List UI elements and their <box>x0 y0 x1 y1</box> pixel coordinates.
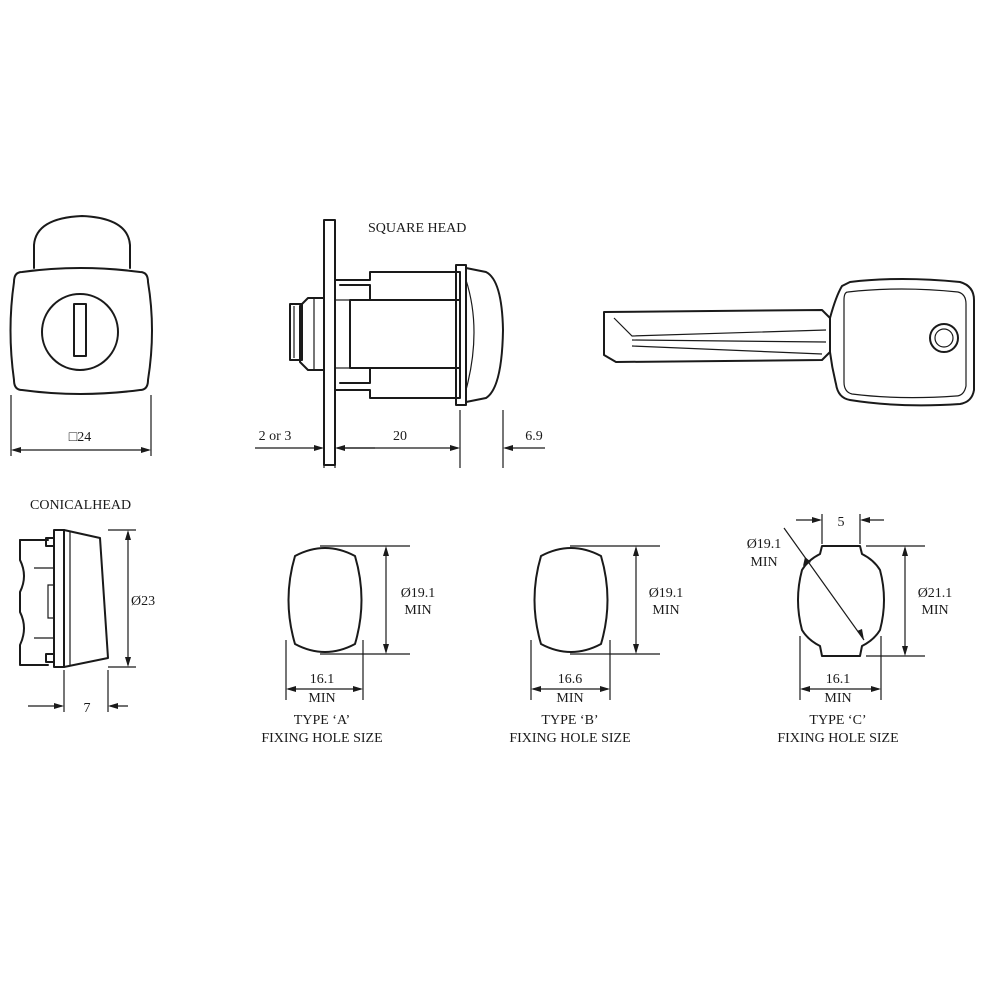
rear-washer <box>289 303 303 361</box>
conical-flange <box>53 529 65 668</box>
type-b-width-label: 16.6 <box>558 672 583 687</box>
conical-head-outline <box>63 529 109 668</box>
mounting-plate <box>323 219 336 466</box>
lock-body-upper <box>334 271 461 301</box>
type-c-width-min: MIN <box>824 691 851 706</box>
lock-body-lower <box>334 367 461 399</box>
head-dome <box>465 267 504 403</box>
body-length-label: 20 <box>393 429 407 444</box>
conical-diameter-label: Ø23 <box>131 594 155 609</box>
type-c-diagonal-line <box>783 527 865 641</box>
type-c-caption-1: TYPE ‘C’ <box>809 713 866 728</box>
type-a-height-label: Ø19.1 <box>401 586 436 601</box>
type-c-height-label: Ø21.1 <box>918 586 953 601</box>
type-b-caption-2: FIXING HOLE SIZE <box>509 731 630 746</box>
type-a-fixing-hole: Ø19.1 MIN 16.1 MIN TYPE ‘A’ FIXING HOLE … <box>261 545 436 746</box>
key-cylinder-face <box>41 293 119 371</box>
type-c-diag-min: MIN <box>750 555 777 570</box>
square-head-title: SQUARE HEAD <box>368 221 466 236</box>
conical-body-stub <box>19 539 49 666</box>
conical-head-depth-label: 7 <box>84 701 91 716</box>
type-c-flat-label: 5 <box>838 515 845 530</box>
key-bow <box>829 278 975 407</box>
type-a-caption-2: FIXING HOLE SIZE <box>261 731 382 746</box>
conical-head-title: CONICALHEAD <box>30 498 131 513</box>
head-depth-label: 6.9 <box>525 429 543 444</box>
type-b-width-min: MIN <box>556 691 583 706</box>
type-c-width-label: 16.1 <box>826 672 851 687</box>
key <box>603 278 975 407</box>
type-c-height-min: MIN <box>921 603 948 618</box>
type-a-hole-outline <box>287 547 363 653</box>
type-b-height-min: MIN <box>652 603 679 618</box>
type-a-width-min: MIN <box>308 691 335 706</box>
type-a-width-label: 16.1 <box>310 672 335 687</box>
type-b-height-label: Ø19.1 <box>649 586 684 601</box>
conical-head-side-view: CONICALHEAD Ø23 7 <box>19 498 155 716</box>
type-c-hole-outline <box>797 545 885 657</box>
type-c-diag-label: Ø19.1 <box>747 537 782 552</box>
key-ring-hole <box>929 323 959 353</box>
type-c-fixing-hole: 5 Ø19.1 MIN Ø21.1 MIN 16.1 MIN TYPE ‘C’ … <box>747 514 953 746</box>
lock-body-core <box>349 299 461 369</box>
square-head-side-view: SQUARE HEAD 2 or 3 20 6.9 <box>255 219 545 468</box>
cam-tongue <box>33 215 131 269</box>
key-blade <box>603 309 831 363</box>
keyhole-slot <box>73 303 87 357</box>
rear-nut <box>299 297 325 371</box>
type-a-height-min: MIN <box>404 603 431 618</box>
type-c-caption-2: FIXING HOLE SIZE <box>777 731 898 746</box>
head-flange <box>455 264 467 406</box>
type-a-caption-1: TYPE ‘A’ <box>294 713 350 728</box>
width-dimension-label: □24 <box>69 430 91 445</box>
type-b-fixing-hole: Ø19.1 MIN 16.6 MIN TYPE ‘B’ FIXING HOLE … <box>509 545 684 746</box>
panel-thickness-label: 2 or 3 <box>259 429 292 444</box>
type-b-hole-outline <box>533 547 609 653</box>
type-b-caption-1: TYPE ‘B’ <box>541 713 598 728</box>
square-head-outline <box>9 267 153 395</box>
front-view: □24 <box>9 215 153 456</box>
